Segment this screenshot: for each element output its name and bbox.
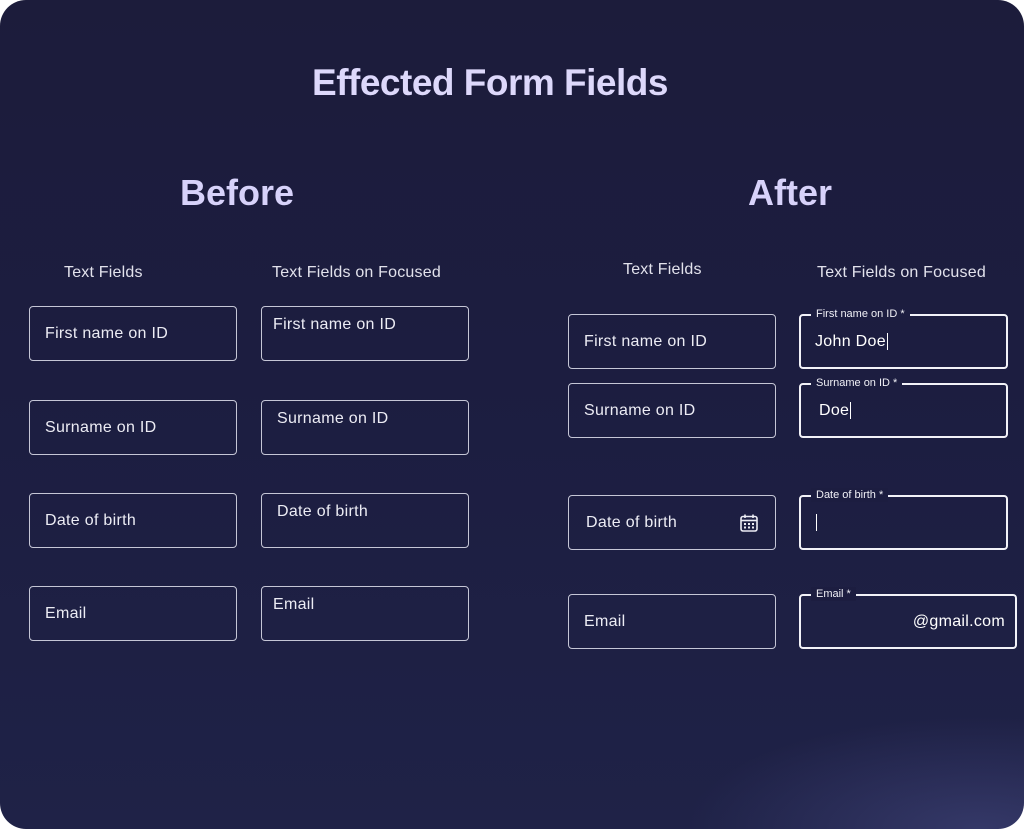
- before-focused-label: Text Fields on Focused: [272, 264, 441, 281]
- field-placeholder: Surname on ID: [584, 401, 696, 419]
- after-email-field[interactable]: Email: [568, 594, 776, 649]
- text-caret: [850, 401, 852, 419]
- field-placeholder: Surname on ID: [277, 410, 389, 427]
- text-caret: [886, 332, 888, 350]
- after-focused-label: Text Fields on Focused: [817, 264, 986, 281]
- after-text-fields-label: Text Fields: [623, 261, 702, 278]
- calendar-icon[interactable]: [739, 513, 759, 533]
- page-title: Effected Form Fields: [312, 62, 668, 103]
- before-focused-date-of-birth-field[interactable]: Date of birth: [261, 493, 469, 548]
- after-surname-field[interactable]: Surname on ID: [568, 383, 776, 438]
- after-focused-surname-field[interactable]: Surname on ID * Doe: [799, 376, 1008, 438]
- before-focused-surname-field[interactable]: Surname on ID: [261, 400, 469, 455]
- field-placeholder: Date of birth: [586, 513, 678, 531]
- after-first-name-field[interactable]: First name on ID: [568, 314, 776, 369]
- floating-label: First name on ID *: [811, 307, 910, 321]
- field-placeholder: Email: [45, 604, 87, 622]
- field-value: John Doe: [815, 332, 886, 350]
- floating-label: Date of birth *: [811, 488, 889, 502]
- field-placeholder: Email: [273, 596, 315, 613]
- field-placeholder: Surname on ID: [45, 418, 157, 436]
- before-surname-field[interactable]: Surname on ID: [29, 400, 237, 455]
- before-focused-first-name-field[interactable]: First name on ID: [261, 306, 469, 361]
- field-placeholder: First name on ID: [273, 316, 397, 333]
- floating-label: Email *: [811, 587, 856, 601]
- field-placeholder: Date of birth: [277, 503, 369, 520]
- after-date-of-birth-field[interactable]: Date of birth: [568, 495, 776, 550]
- field-placeholder: Date of birth: [45, 511, 137, 529]
- before-email-field[interactable]: Email: [29, 586, 237, 641]
- after-focused-date-of-birth-field[interactable]: Date of birth *: [799, 488, 1008, 550]
- after-focused-email-field[interactable]: Email * @gmail.com: [799, 587, 1017, 649]
- before-date-of-birth-field[interactable]: Date of birth: [29, 493, 237, 548]
- before-heading: Before: [180, 172, 295, 213]
- text-caret: [816, 513, 817, 531]
- after-focused-first-name-field[interactable]: First name on ID * John Doe: [799, 307, 1008, 369]
- before-first-name-field[interactable]: First name on ID: [29, 306, 237, 361]
- field-placeholder: Email: [584, 612, 626, 630]
- field-placeholder: First name on ID: [45, 324, 169, 342]
- email-domain-suffix: @gmail.com: [912, 612, 1005, 630]
- after-heading: After: [748, 172, 833, 213]
- field-placeholder: First name on ID: [584, 332, 708, 350]
- field-value: Doe: [819, 401, 850, 419]
- before-text-fields-label: Text Fields: [64, 264, 143, 281]
- before-focused-email-field[interactable]: Email: [261, 586, 469, 641]
- floating-label: Surname on ID *: [811, 376, 903, 390]
